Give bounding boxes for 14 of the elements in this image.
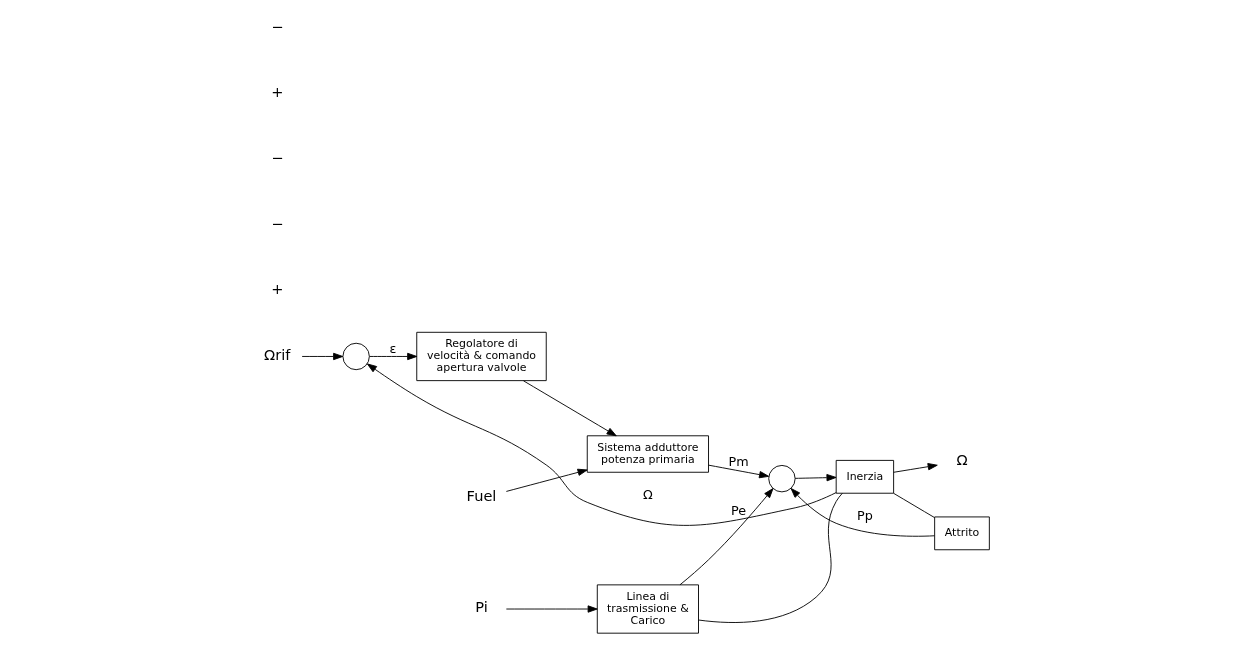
node-text: Ω <box>956 450 968 468</box>
label: − <box>271 214 284 232</box>
node-text: Ωrif <box>264 345 291 363</box>
node-text: Fuel <box>466 487 497 505</box>
edge-label: Pm <box>728 454 749 470</box>
edge-label: Pp <box>857 507 873 523</box>
label: + <box>271 280 284 298</box>
edge-label: Pe <box>731 503 747 519</box>
label: − <box>271 17 284 35</box>
edge-label: Ω <box>643 486 653 502</box>
edge-label: ε <box>389 341 397 356</box>
node-text: Pi <box>475 598 488 616</box>
label: + <box>271 83 284 101</box>
label: − <box>271 148 284 166</box>
